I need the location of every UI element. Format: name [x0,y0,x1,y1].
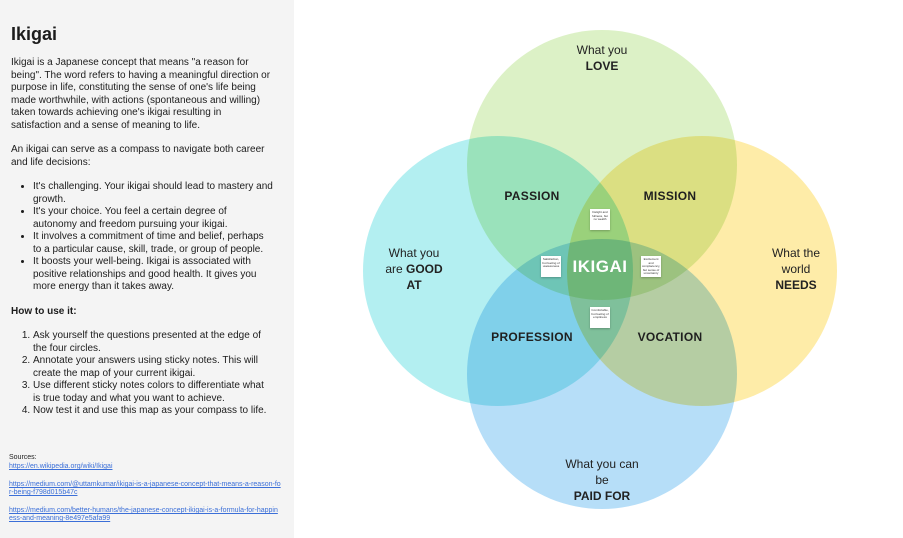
needs-label: What the world NEEDS [756,245,836,293]
howto-heading: How to use it: [11,305,77,317]
source-link-medium-2[interactable]: https://medium.com/better-humans/the-jap… [9,507,278,522]
paid-for-label: What you can be PAID FOR [552,456,652,504]
steps-list: Ask yourself the questions presented at … [11,330,273,418]
needs-line3: NEEDS [775,278,817,292]
list-item: Annotate your answers using sticky notes… [33,355,273,380]
sticky-note[interactable]: Delight and fullness, but no wealth [590,209,610,230]
profession-label: PROFESSION [491,330,573,344]
sources-label: Sources: [9,454,37,461]
good-at-line2-bold: GOOD [406,262,443,276]
vocation-label: VOCATION [637,330,703,344]
paid-for-line3: PAID FOR [573,489,631,503]
good-at-line2-prefix: are [385,262,406,276]
paid-for-line2: be [595,473,609,487]
sticky-note[interactable]: Satisfaction, but feeling of uselessness [541,256,561,277]
list-item: It boosts your well-being. Ikigai is ass… [33,256,273,294]
sidebar-panel: Ikigai Ikigai is a Japanese concept that… [0,0,294,538]
diagram-canvas: What you LOVE What you are GOOD AT What … [294,0,903,538]
love-label-line1: What you [576,43,628,57]
source-link-medium-1[interactable]: https://medium.com/@uttamkumar/ikigai-is… [9,481,281,496]
ikigai-center-label: IKIGAI [572,257,628,276]
list-item: Ask yourself the questions presented at … [33,330,273,355]
venn-diagram [363,30,837,509]
sticky-note[interactable]: Comfortable, but feeling of emptiness [590,307,610,328]
love-label: What you LOVE [552,42,652,74]
list-item: It involves a commitment of time and bel… [33,231,273,256]
description-text: Ikigai is a Japanese concept that means … [11,57,273,430]
list-item: It's challenging. Your ikigai should lea… [33,181,273,206]
paid-for-line1: What you can [565,457,639,471]
compass-paragraph: An ikigai can serve as a compass to navi… [11,144,265,168]
list-item: It's your choice. You feel a certain deg… [33,206,273,231]
passion-label: PASSION [504,189,560,203]
good-at-line1: What you [388,246,440,260]
page-title: Ikigai [11,24,58,44]
paid-for-circle[interactable] [467,239,737,509]
needs-line1: What the [771,246,821,260]
needs-line2: world [781,262,811,276]
intro-paragraph: Ikigai is a Japanese concept that means … [11,57,271,131]
source-link-wikipedia[interactable]: https://en.wikipedia.org/wiki/Ikigai [9,463,113,470]
benefits-list: It's challenging. Your ikigai should lea… [11,181,273,294]
good-at-line3: AT [406,278,422,292]
list-item: Now test it and use this map as your com… [33,405,273,418]
list-item: Use different sticky notes colors to dif… [33,380,273,405]
love-label-line2: LOVE [585,59,619,73]
sources-section: Sources: https://en.wikipedia.org/wiki/I… [9,454,281,533]
good-at-label: What you are GOOD AT [374,245,454,293]
sticky-note[interactable]: Excitement and complacency, but sense of… [641,256,661,277]
mission-label: MISSION [643,189,697,203]
